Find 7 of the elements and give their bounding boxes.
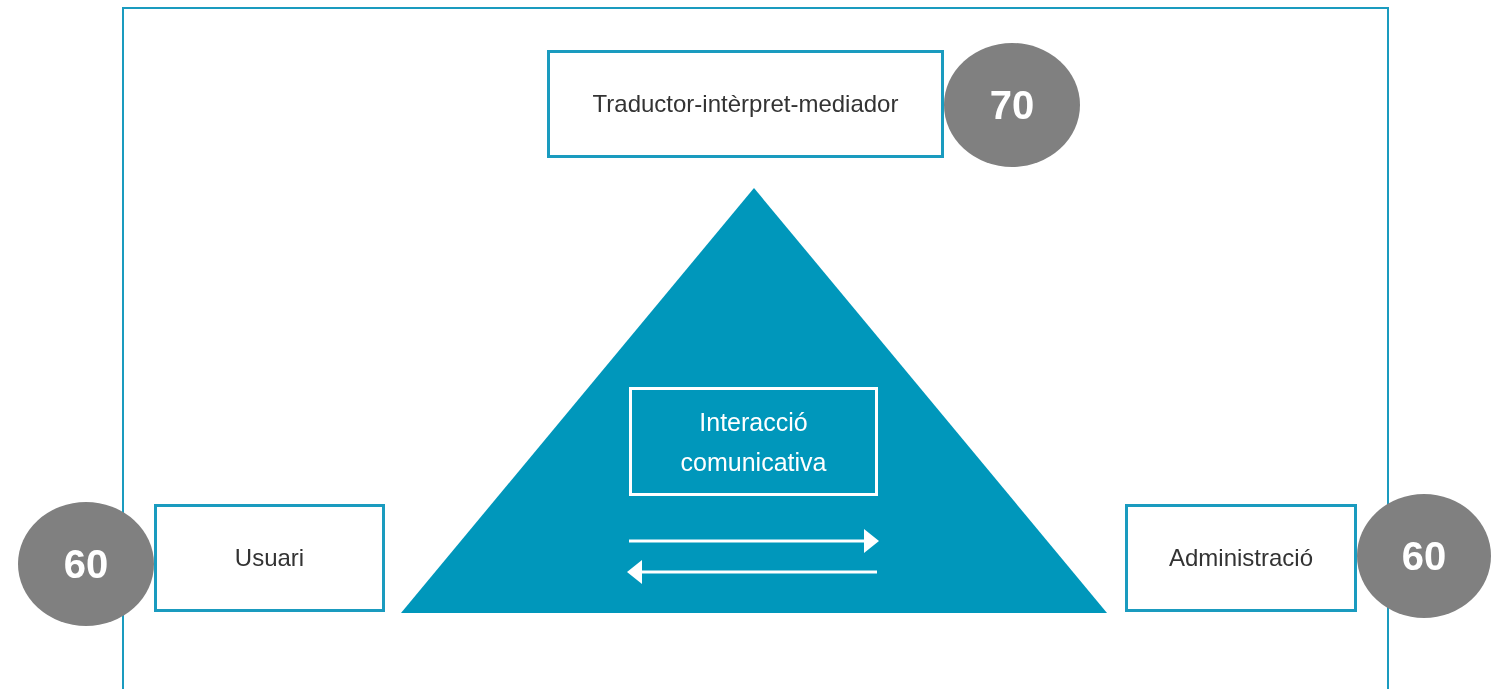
number-circle: 60 bbox=[1357, 494, 1491, 618]
label-box: Traductor-intèrpret-mediador bbox=[547, 50, 944, 158]
label-box: Interacció comunicativa bbox=[629, 387, 878, 496]
label-box: Usuari bbox=[154, 504, 385, 612]
label-box: Administració bbox=[1125, 504, 1357, 612]
number-circle: 70 bbox=[944, 43, 1080, 167]
number-circle: 60 bbox=[18, 502, 154, 626]
